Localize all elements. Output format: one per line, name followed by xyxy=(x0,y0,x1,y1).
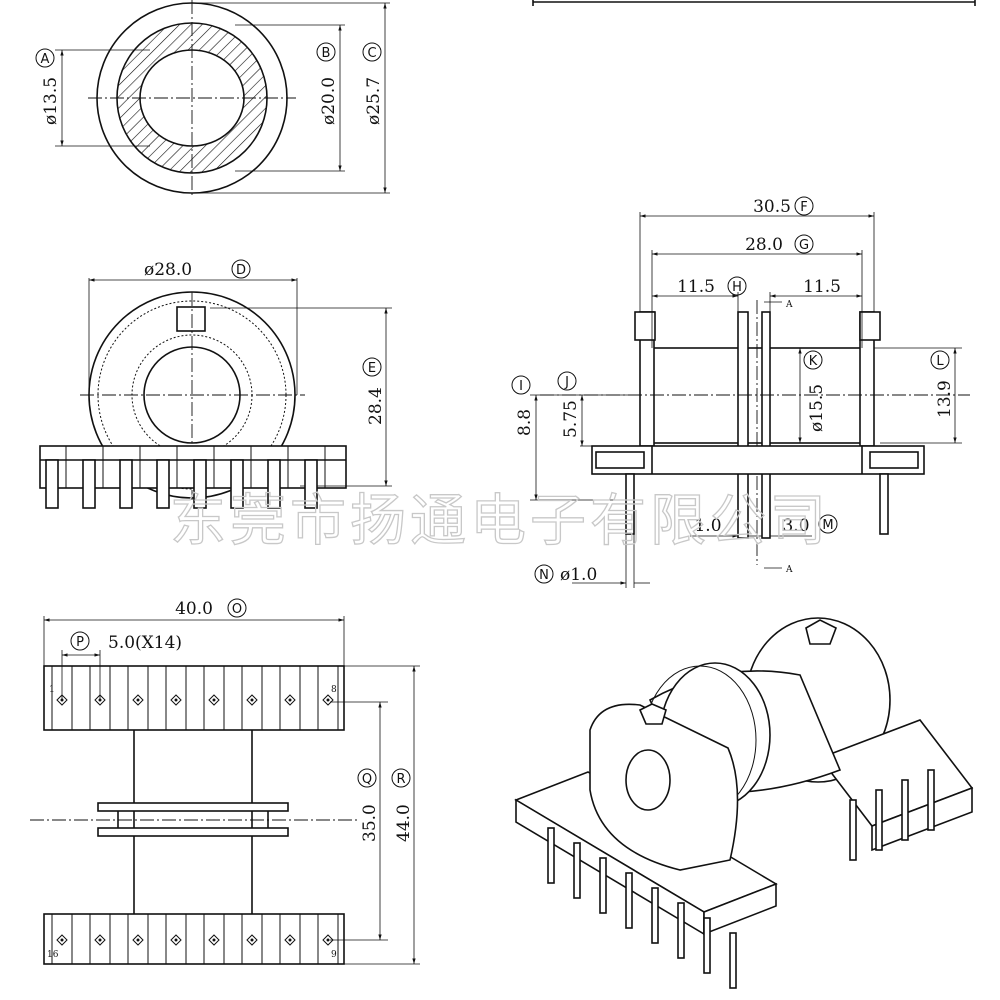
dim-m-value: 3.0 xyxy=(782,516,809,536)
bottom-pin-mark xyxy=(208,934,220,946)
bottom-view xyxy=(30,616,420,965)
bottom-pin-mark xyxy=(94,934,106,946)
iso-pin xyxy=(547,827,555,884)
dim-b-label: B xyxy=(322,46,331,61)
dim-i-label: I xyxy=(519,379,523,394)
front-pin xyxy=(45,459,59,509)
front-pin xyxy=(193,459,207,509)
dim-k-value: ø15.5 xyxy=(807,384,827,432)
dim-b-value: ø20.0 xyxy=(319,77,339,125)
bottom-pin-mark xyxy=(132,934,144,946)
dim-d-label: D xyxy=(236,263,246,278)
iso-pin-rear xyxy=(927,769,935,831)
dim-j-value: 5.75 xyxy=(561,400,581,438)
bottom-pin-mark xyxy=(132,694,144,706)
dim-p-label: P xyxy=(76,635,84,650)
iso-pin xyxy=(677,902,685,959)
iso-pin-rear xyxy=(849,799,857,861)
front-pin xyxy=(119,459,133,509)
dim-k-label: K xyxy=(809,354,818,369)
front-pin xyxy=(267,459,281,509)
bottom-pin-mark xyxy=(56,934,68,946)
bottom-pin-mark xyxy=(170,934,182,946)
dim-e-value: 28.4 xyxy=(366,387,386,425)
bottom-pin-mark xyxy=(170,694,182,706)
bottom-pin-mark xyxy=(284,934,296,946)
front-pin xyxy=(82,459,96,509)
dim-f-value: 30.5 xyxy=(753,197,791,217)
bottom-pins xyxy=(51,666,339,964)
dim-e-label: E xyxy=(368,361,376,376)
isometric-pins xyxy=(547,769,935,989)
front-pin xyxy=(230,459,244,509)
iso-pin xyxy=(703,917,711,974)
side-view xyxy=(530,212,970,588)
front-pins xyxy=(45,446,326,509)
iso-pin xyxy=(599,857,607,914)
bottom-pin-mark xyxy=(322,694,334,706)
iso-pin xyxy=(651,887,659,944)
section-mark-top: A xyxy=(785,300,793,310)
dim-c-value: ø25.7 xyxy=(364,77,384,125)
iso-pin-rear xyxy=(875,789,883,851)
bottom-pin-mark xyxy=(284,694,296,706)
sheet-border xyxy=(532,0,976,6)
dim-d-value: ø28.0 xyxy=(144,260,192,280)
bottom-pin-mark xyxy=(94,694,106,706)
dim-q-label: Q xyxy=(362,772,372,787)
dim-o-value: 40.0 xyxy=(175,599,213,619)
dim-gap-value: 1.0 xyxy=(694,516,721,536)
dim-a-label: A xyxy=(41,52,50,67)
pin-8-label: 8 xyxy=(331,685,337,695)
dim-j-label: J xyxy=(564,375,569,390)
dim-p-value: 5.0(X14) xyxy=(108,633,182,653)
watermark: 东莞市扬通电子有限公司 xyxy=(170,489,830,554)
dim-h-left-value: 11.5 xyxy=(677,277,715,297)
dim-h-right-value: 11.5 xyxy=(803,277,841,297)
dim-r-value: 44.0 xyxy=(394,804,414,842)
dim-n-label: N xyxy=(539,568,549,583)
dim-a-value: ø13.5 xyxy=(41,77,61,125)
isometric-view xyxy=(514,617,974,936)
bottom-pin-mark xyxy=(246,694,258,706)
iso-pin-rear xyxy=(901,779,909,841)
dim-o-label: O xyxy=(232,602,242,617)
bottom-pin-mark xyxy=(246,934,258,946)
iso-pin xyxy=(625,872,633,929)
pin-9-label: 9 xyxy=(331,950,337,960)
dim-i-value: 8.8 xyxy=(515,409,535,436)
section-mark-bottom: A xyxy=(785,565,793,575)
dim-r-label: R xyxy=(396,772,405,787)
dim-q-value: 35.0 xyxy=(360,804,380,842)
front-pin xyxy=(156,459,170,509)
bottom-pin-mark xyxy=(322,934,334,946)
pin-1-label: 1 xyxy=(49,685,55,695)
dim-c-label: C xyxy=(367,46,376,61)
dim-f-label: F xyxy=(800,200,807,215)
dim-n-value: ø1.0 xyxy=(560,565,597,585)
iso-pin xyxy=(573,842,581,899)
dim-l-label: L xyxy=(936,354,944,369)
dim-h-label: H xyxy=(732,280,742,295)
bottom-pin-mark xyxy=(208,694,220,706)
front-pin xyxy=(304,459,318,509)
iso-pin xyxy=(729,932,737,989)
dim-m-label: M xyxy=(822,518,833,533)
pin-16-label: 16 xyxy=(47,950,59,960)
top-view xyxy=(55,0,390,196)
bottom-pin-mark xyxy=(56,694,68,706)
dim-g-label: G xyxy=(799,238,809,253)
dim-g-value: 28.0 xyxy=(745,235,783,255)
dim-l-value: 13.9 xyxy=(935,380,955,418)
